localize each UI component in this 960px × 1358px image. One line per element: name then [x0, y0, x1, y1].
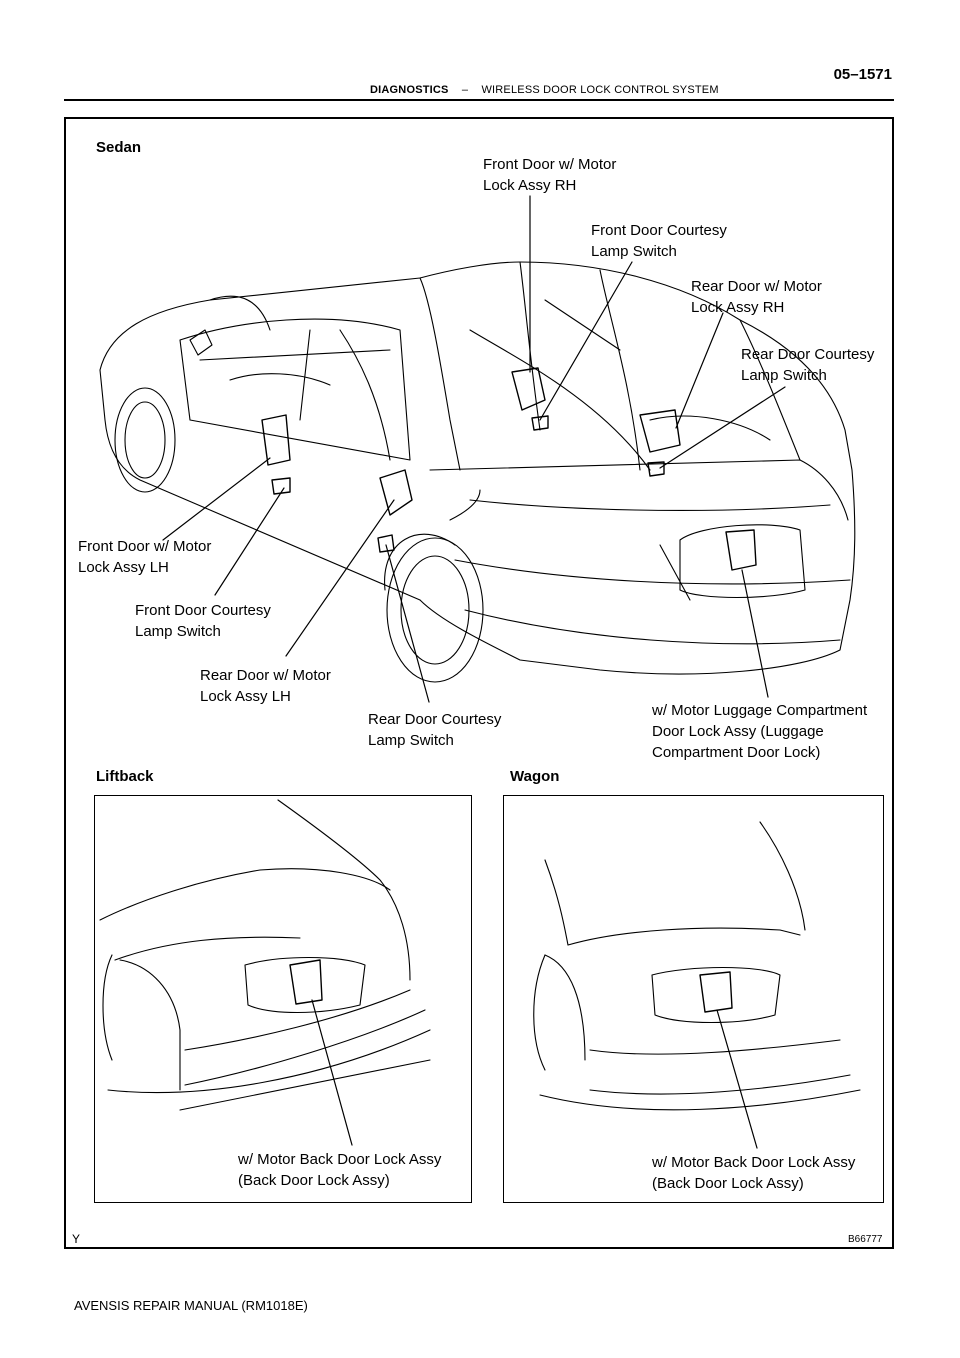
callout-wagon-back-door-lock: w/ Motor Back Door Lock Assy (Back Door …: [652, 1154, 856, 1192]
corner-mark: Y: [72, 1232, 81, 1246]
callout-rear-door-lock-lh: Rear Door w/ Motor Lock Assy LH: [200, 667, 331, 705]
callout-rear-courtesy-rh: Rear Door Courtesy Lamp Switch: [741, 346, 875, 384]
callout-front-door-lock-rh: Front Door w/ Motor Lock Assy RH: [483, 156, 617, 194]
view-label-wagon: Wagon: [510, 768, 560, 785]
sedan-leaders: [162, 195, 786, 703]
section-header: DIAGNOSTICS – WIRELESS DOOR LOCK CONTROL…: [370, 84, 719, 96]
wagon-frame: [503, 795, 884, 1203]
view-label-liftback: Liftback: [96, 768, 154, 785]
header-rule: [64, 99, 894, 101]
footer-manual-title: AVENSIS REPAIR MANUAL (RM1018E): [74, 1298, 308, 1313]
callout-liftback-back-door-lock: w/ Motor Back Door Lock Assy (Back Door …: [238, 1151, 442, 1189]
callout-rear-door-lock-rh: Rear Door w/ Motor Lock Assy RH: [691, 278, 822, 316]
liftback-body: [99, 799, 431, 1146]
sedan-components: [261, 367, 757, 571]
figure-code: B66777: [848, 1234, 883, 1245]
header-separator: –: [461, 84, 469, 96]
sedan-body: [99, 261, 856, 683]
view-label-sedan: Sedan: [96, 139, 142, 156]
callout-front-courtesy-lh: Front Door Courtesy Lamp Switch: [135, 602, 271, 640]
wagon-body: [533, 821, 861, 1149]
callout-front-courtesy-rh: Front Door Courtesy Lamp Switch: [591, 222, 727, 260]
page-number: 05–1571: [833, 66, 892, 83]
subsection-title: WIRELESS DOOR LOCK CONTROL SYSTEM: [481, 84, 719, 96]
figure-frame: [64, 117, 894, 1249]
callout-front-door-lock-lh: Front Door w/ Motor Lock Assy LH: [78, 538, 212, 576]
callout-rear-courtesy-lh: Rear Door Courtesy Lamp Switch: [368, 711, 502, 749]
callout-luggage-lock: w/ Motor Luggage Compartment Door Lock A…: [652, 702, 868, 761]
liftback-frame: [94, 795, 472, 1203]
section-title: DIAGNOSTICS: [370, 84, 449, 96]
